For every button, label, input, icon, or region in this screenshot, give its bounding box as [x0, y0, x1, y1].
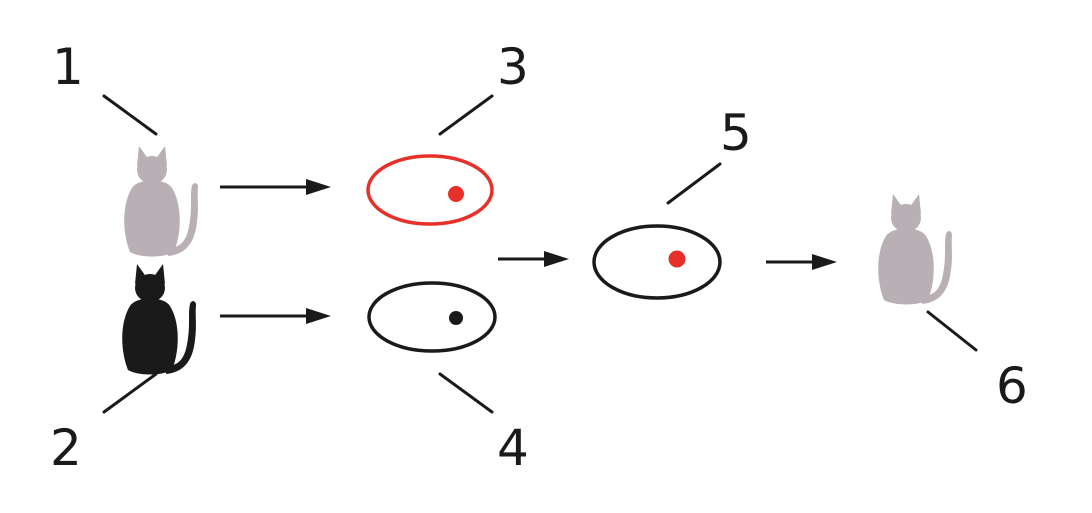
- label-4: 4: [497, 419, 529, 477]
- grey-cat-clone-icon: [878, 194, 952, 305]
- red-nucleus: [448, 186, 464, 202]
- black-nucleus: [449, 311, 463, 325]
- leader-line-1: [102, 94, 158, 136]
- fused-cell: [592, 224, 722, 300]
- label-5: 5: [720, 104, 752, 162]
- arrow-4: [766, 254, 837, 270]
- leader-line-3: [438, 94, 494, 136]
- leader-line-2: [102, 372, 158, 414]
- arrow-2: [220, 308, 331, 324]
- arrow-3: [498, 251, 569, 267]
- leader-line-4: [438, 372, 494, 414]
- transferred-nucleus: [668, 250, 686, 268]
- leader-line-6: [926, 310, 978, 352]
- leader-line-5: [666, 162, 722, 205]
- grey-cat-icon: [124, 146, 198, 257]
- black-cell: [367, 281, 497, 353]
- black-cat-icon: [122, 264, 196, 375]
- red-egg-cell: [366, 154, 494, 226]
- label-2: 2: [50, 419, 82, 477]
- label-3: 3: [497, 38, 529, 96]
- label-6: 6: [996, 357, 1028, 415]
- arrow-1: [220, 179, 331, 195]
- label-1: 1: [52, 38, 84, 96]
